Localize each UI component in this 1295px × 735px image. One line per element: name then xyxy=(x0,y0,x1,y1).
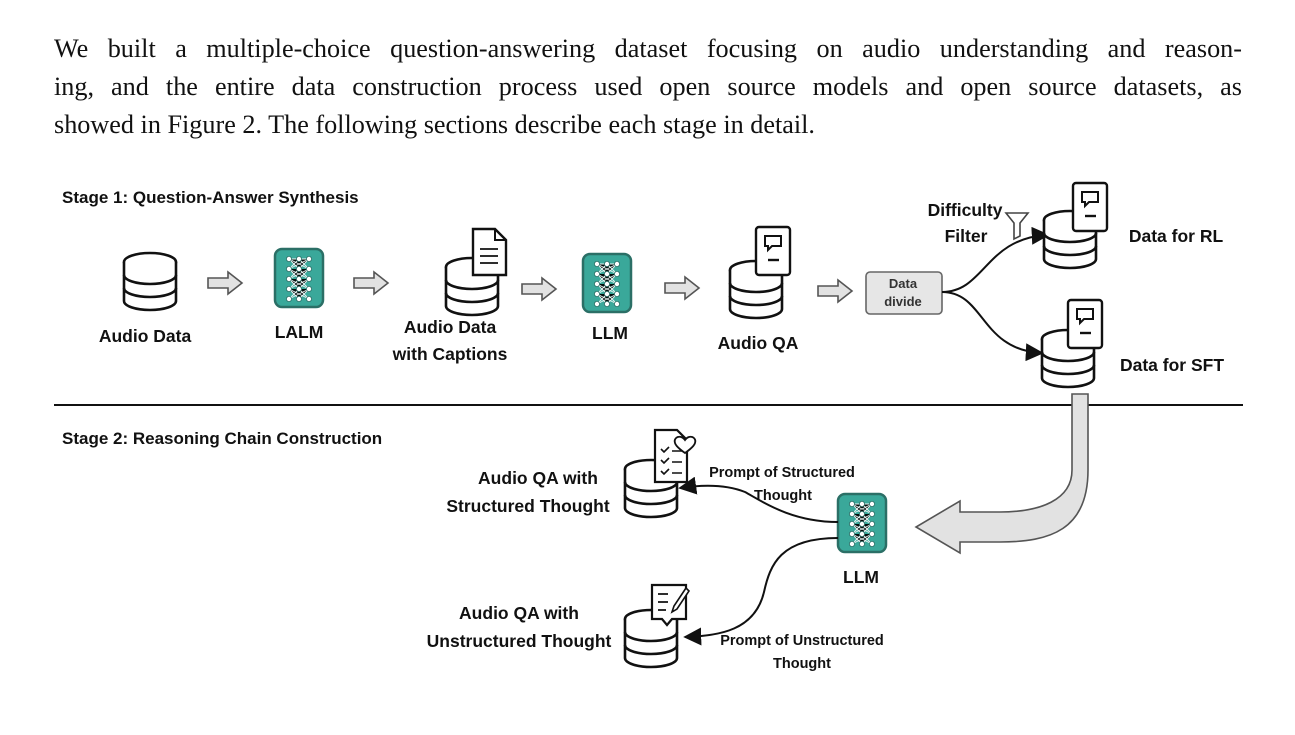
stage-transition-arrow xyxy=(914,393,1089,555)
arrow-right-icon xyxy=(521,277,557,301)
audio-qa-database-icon xyxy=(728,225,792,320)
unstructured-label-line2: Unstructured Thought xyxy=(427,631,612,651)
captioned-audio-database-icon xyxy=(444,227,508,317)
funnel-filter-icon xyxy=(1004,212,1030,241)
structured-thought-database-icon xyxy=(623,428,697,519)
audio-data-label: Audio Data xyxy=(99,326,192,346)
llm-model-icon xyxy=(581,252,633,314)
arrow-right-icon xyxy=(817,279,853,303)
captions-label-line2: with Captions xyxy=(392,344,508,364)
data-divide-box: Data divide xyxy=(865,271,943,315)
audio-data-database-icon xyxy=(122,251,178,312)
unstructured-label-line1: Audio QA with xyxy=(459,603,579,623)
difficulty-label-line2: Filter xyxy=(945,226,988,246)
prompt-structured-line2: Thought xyxy=(754,488,812,504)
structured-prompt-arrow xyxy=(678,476,839,523)
paragraph-line-1: We built a multiple-choice question-answ… xyxy=(54,34,1242,63)
intro-paragraph: We built a multiple-choice question-answ… xyxy=(54,30,1242,144)
llm-stage2-model-icon xyxy=(836,492,888,554)
difficulty-label-line1: Difficulty xyxy=(928,200,1003,220)
stage2-title: Stage 2: Reasoning Chain Construction xyxy=(62,429,382,448)
sft-data-database-icon xyxy=(1040,298,1104,389)
arrow-right-icon xyxy=(353,271,389,295)
data-divide-line1: Data xyxy=(889,276,918,291)
lalm-label: LALM xyxy=(275,322,324,342)
rl-data-database-icon xyxy=(1042,181,1109,270)
unstructured-prompt-arrow xyxy=(683,537,839,646)
structured-label-line2: Structured Thought xyxy=(446,496,609,516)
prompt-unstructured-line1: Prompt of Unstructured xyxy=(720,633,884,649)
lalm-model-icon xyxy=(273,247,325,309)
sft-data-label: Data for SFT xyxy=(1120,355,1224,375)
arrow-right-icon xyxy=(207,271,243,295)
data-divide-line2: divide xyxy=(884,294,922,309)
arrow-right-icon xyxy=(664,276,700,300)
prompt-unstructured-line2: Thought xyxy=(773,656,831,672)
rl-data-label: Data for RL xyxy=(1129,226,1224,246)
paragraph-line-2: ing, and the entire data construction pr… xyxy=(54,72,1242,101)
captions-label-line1: Audio Data xyxy=(404,317,497,337)
llm-label: LLM xyxy=(592,323,628,343)
paragraph-line-3: showed in Figure 2. The following sectio… xyxy=(54,110,815,139)
audio-qa-label: Audio QA xyxy=(718,333,799,353)
rl-branch-arrow xyxy=(941,226,1050,293)
prompt-structured-line1: Prompt of Structured xyxy=(709,465,855,481)
structured-label-line1: Audio QA with xyxy=(478,468,598,488)
llm-stage2-label: LLM xyxy=(843,567,879,587)
stage1-title: Stage 1: Question-Answer Synthesis xyxy=(62,188,359,207)
sft-branch-arrow xyxy=(941,291,1044,362)
unstructured-thought-database-icon xyxy=(623,583,691,669)
